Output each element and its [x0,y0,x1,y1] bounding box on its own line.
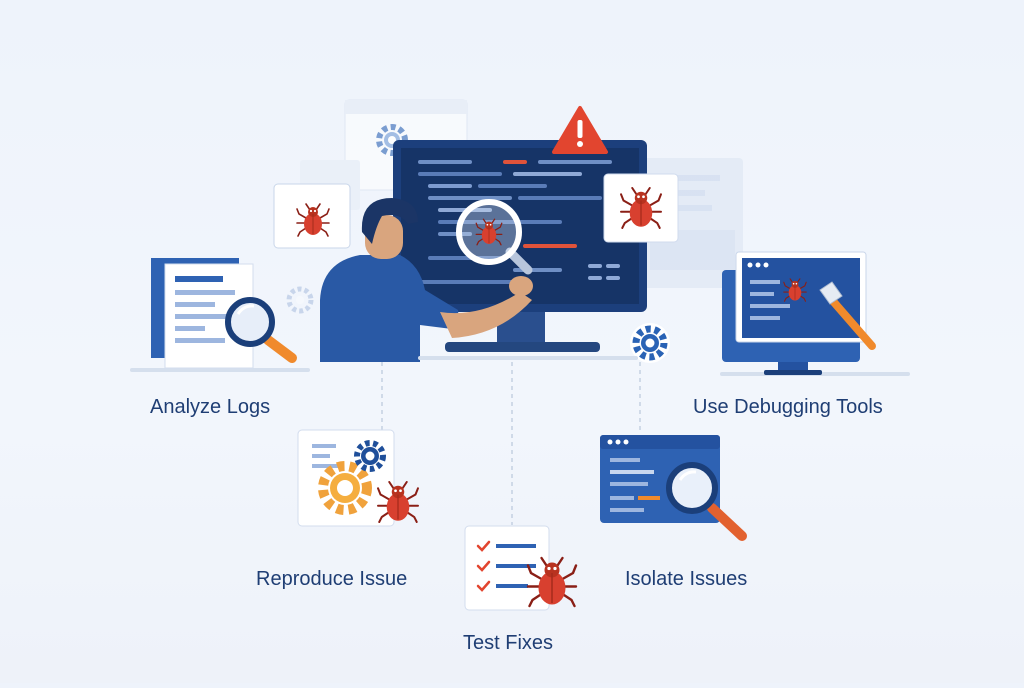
gear-icon [630,323,670,363]
magnifier-icon [666,462,747,541]
background-panels [300,99,743,288]
magnifier-icon [225,297,297,363]
step-label-test-fixes: Test Fixes [463,632,554,654]
bug-card [603,173,679,243]
developer-figure [320,198,533,362]
checklist-icon [464,525,550,611]
magnifier-icon [456,199,533,275]
gear-icon [286,286,314,314]
gear-icon [318,461,372,515]
bug-card [273,183,351,249]
step-label-analyze-logs: Analyze Logs [150,396,271,418]
step-label-reproduce-issue: Reproduce Issue [256,568,408,590]
warning-icon [552,106,608,154]
gear-icon [354,440,386,472]
step-label-use-debugging-tools: Use Debugging Tools [693,396,883,418]
wrench-icon [819,281,876,350]
step-label-isolate-issues: Isolate Issues [625,568,748,590]
